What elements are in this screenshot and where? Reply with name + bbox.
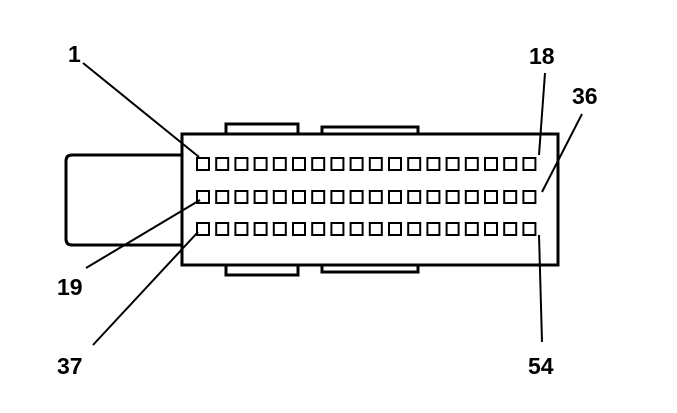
pin-cavity [292,190,306,204]
pin-label-19: 19 [57,274,83,300]
pin-cavity [426,190,441,204]
pin-cavity [292,222,306,236]
pin-cavity [388,222,402,236]
pin-cavity [426,222,441,236]
pin-cavity [484,157,498,171]
pin-label-1: 1 [68,41,81,67]
pin-cavity [522,157,537,171]
pin-cavity [330,157,345,171]
pin-cavity [388,190,402,204]
pin-cavity [522,190,537,204]
pin-cavity [503,190,518,204]
leader-line-pin-36 [541,113,583,193]
pin-cavity [196,222,210,236]
pin-cavity [215,222,230,236]
pin-cavity [234,157,249,171]
pin-cavity [426,157,441,171]
leader-line-pin-1 [82,62,200,158]
pin-cavity [407,190,422,204]
pin-label-54: 54 [528,353,554,379]
pin-cavity [292,157,306,171]
bottom-key-right [320,263,420,274]
pin-cavity [272,157,287,171]
pin-cavity [445,190,460,204]
top-key-right [320,125,420,136]
pin-cavity [464,222,479,236]
pin-cavity [445,222,460,236]
pin-cavity [349,190,364,204]
pin-cavity [253,157,268,171]
pin-cavity [311,222,326,236]
pin-cavity [215,157,230,171]
pin-cavity [272,190,287,204]
pin-cavity [464,190,479,204]
pin-cavity [272,222,287,236]
pin-cavity [253,222,268,236]
pin-cavity [253,190,268,204]
pin-cavity [522,222,537,236]
pin-cavity [484,190,498,204]
pin-cavity [215,190,230,204]
pin-cavity [234,222,249,236]
bottom-key-left [224,263,300,277]
pin-label-37: 37 [57,353,83,379]
pin-label-36: 36 [572,83,598,109]
pin-cavity [407,157,422,171]
pin-cavity [234,190,249,204]
pin-cavity [330,222,345,236]
leader-line-pin-37 [92,231,199,346]
pin-label-18: 18 [529,43,555,69]
connector-latch [64,153,182,247]
pin-cavity [368,190,383,204]
pin-cavity [330,190,345,204]
pin-cavity [484,222,498,236]
pin-cavity [445,157,460,171]
leader-line-pin-54 [538,234,543,343]
pin-cavity [349,222,364,236]
pin-cavity [196,157,210,171]
pin-cavity [368,222,383,236]
pin-cavity [407,222,422,236]
pin-cavity [388,157,402,171]
pin-cavity [311,190,326,204]
pin-cavities [196,157,537,236]
pin-cavity [349,157,364,171]
pin-cavity [311,157,326,171]
pin-cavity [464,157,479,171]
pin-cavity [368,157,383,171]
leader-line-pin-18 [538,72,546,156]
top-key-left [224,122,300,136]
pin-cavity [503,157,518,171]
pin-cavity [503,222,518,236]
leader-line-pin-19 [85,199,201,269]
